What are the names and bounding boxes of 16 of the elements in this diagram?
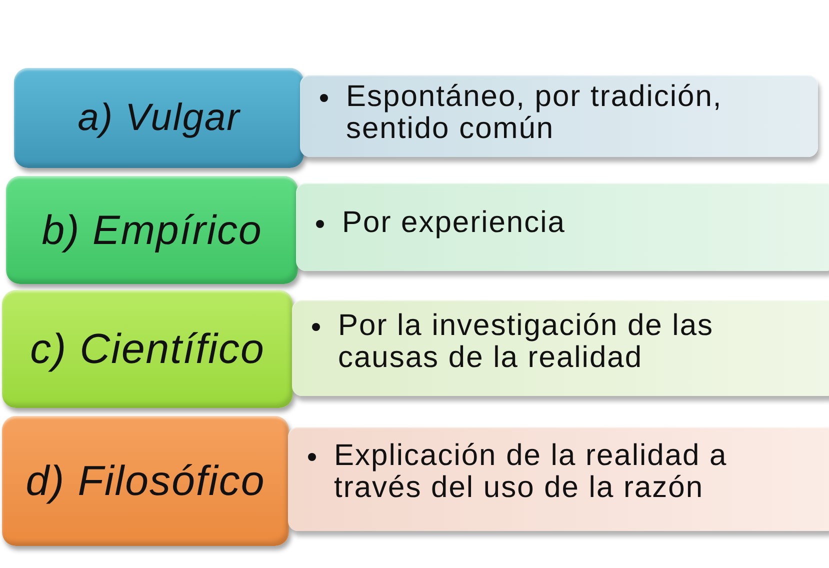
description-text: Por la investigación de las causas de la realidad [338, 310, 715, 374]
category-label: a) Vulgar [78, 96, 240, 140]
category-box [2, 416, 289, 546]
category-label: d) Filosófico [26, 457, 266, 505]
category-label: b) Empírico [42, 206, 262, 254]
description-text: Explicación de la realidad a través del uso de la razón [334, 440, 728, 504]
category-box [6, 176, 298, 284]
category-label: c) Científico [30, 325, 265, 373]
description-box [300, 75, 818, 157]
category-box [2, 290, 293, 408]
description-text: Por experiencia [342, 207, 566, 239]
description-text: Espontáneo, por tradición, sentido común [346, 81, 724, 145]
description-box [288, 427, 829, 531]
description-box [292, 300, 829, 396]
description-box [296, 183, 829, 271]
category-box [14, 68, 304, 168]
